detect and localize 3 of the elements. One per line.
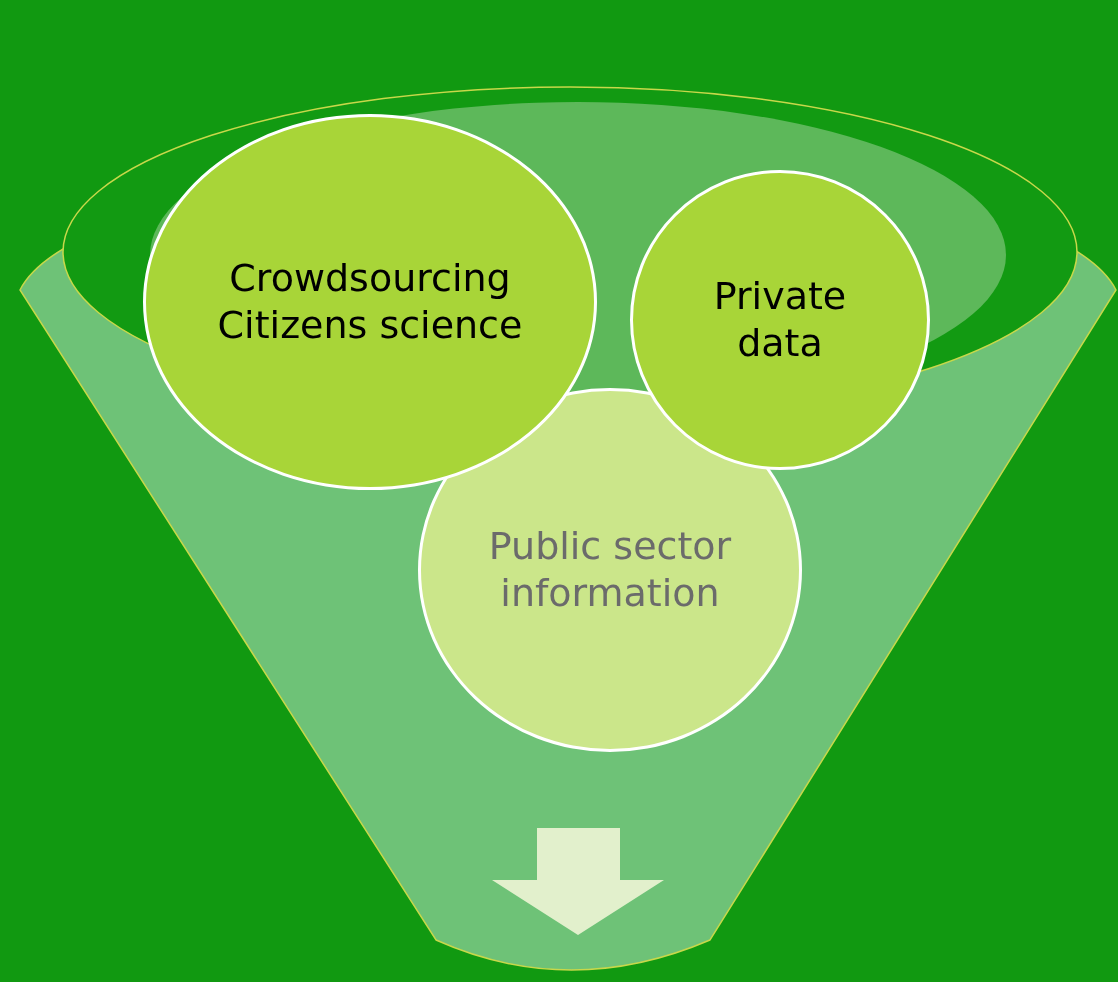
node-label: Crowdsourcing Citizens science [216,254,524,349]
node-label: Public sector information [487,522,733,617]
node-label: Private data [712,272,848,367]
